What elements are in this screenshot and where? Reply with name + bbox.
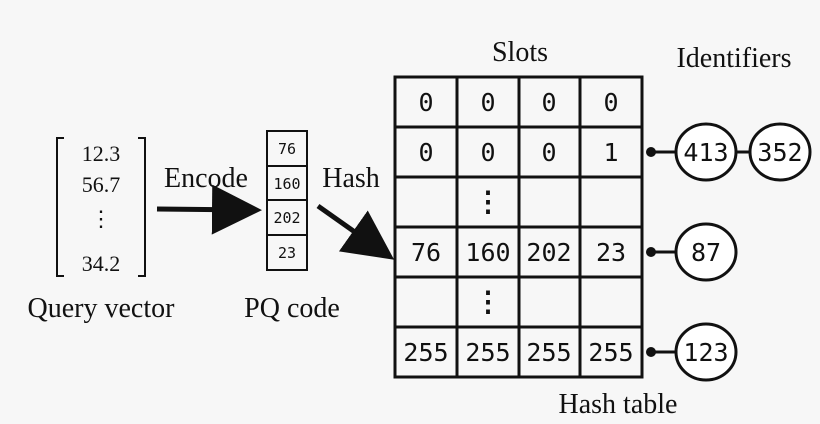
identifier-node [674, 322, 738, 382]
hash-ellipsis: ⋮ [474, 285, 502, 318]
pq-code-label: PQ code [244, 293, 340, 324]
pq-code-value: 23 [278, 244, 296, 262]
query-value: 34.2 [82, 251, 121, 276]
link-dot [646, 347, 656, 357]
hash-cell: 255 [403, 338, 448, 367]
encode-label: Encode [164, 163, 248, 194]
hash-cell: 0 [541, 138, 556, 167]
identifiers-label: Identifiers [676, 43, 791, 74]
query-vector-label: Query vector [28, 293, 176, 324]
identifier-list-row-1: 413 352 [646, 122, 812, 182]
hash-cell: 76 [411, 238, 441, 267]
query-value: 56.7 [82, 172, 121, 197]
hash-ellipsis: ⋮ [474, 185, 502, 218]
hash-cell: 23 [596, 238, 626, 267]
query-vector: 12.3 56.7 ⋮ 34.2 [56, 137, 146, 277]
query-ellipsis: ⋮ [90, 206, 112, 231]
hash-label: Hash [322, 163, 380, 194]
encode-arrow [156, 184, 262, 235]
right-bracket [138, 137, 146, 277]
hash-cell: 255 [588, 338, 633, 367]
identifier-value: 123 [683, 338, 728, 367]
identifier-node [674, 222, 738, 282]
identifier-value: 87 [691, 238, 721, 267]
hash-cell: 0 [603, 88, 618, 117]
hash-cell: 160 [465, 238, 510, 267]
pq-code-value: 202 [273, 209, 300, 227]
pq-code-value: 160 [273, 175, 300, 193]
hash-cell: 0 [480, 88, 495, 117]
left-bracket [56, 137, 64, 277]
identifier-list-row-5: 123 [646, 322, 738, 382]
hash-cell: 255 [465, 338, 510, 367]
query-value: 12.3 [82, 141, 121, 166]
hash-cell: 0 [418, 88, 433, 117]
identifier-value: 352 [757, 138, 802, 167]
hash-cell: 255 [526, 338, 571, 367]
hash-cell: 0 [541, 88, 556, 117]
link-dot [646, 247, 656, 257]
hash-cell: 0 [418, 138, 433, 167]
slots-label: Slots [492, 37, 548, 68]
identifier-list-row-3: 87 [646, 222, 738, 282]
link-dot [646, 147, 656, 157]
hash-cell: 202 [526, 238, 571, 267]
hash-arrow [316, 203, 395, 260]
pq-code: 76 160 202 23 [266, 130, 308, 271]
hash-table: 0 0 0 0 0 0 0 1 ⋮ 76 160 202 23 ⋮ 255 25… [393, 75, 644, 379]
identifier-node [748, 122, 812, 182]
pq-code-value: 76 [278, 140, 296, 158]
hash-cell: 0 [480, 138, 495, 167]
hash-table-caption: Hash table [559, 389, 678, 420]
identifier-value: 413 [683, 138, 728, 167]
hash-cell: 1 [603, 138, 618, 167]
